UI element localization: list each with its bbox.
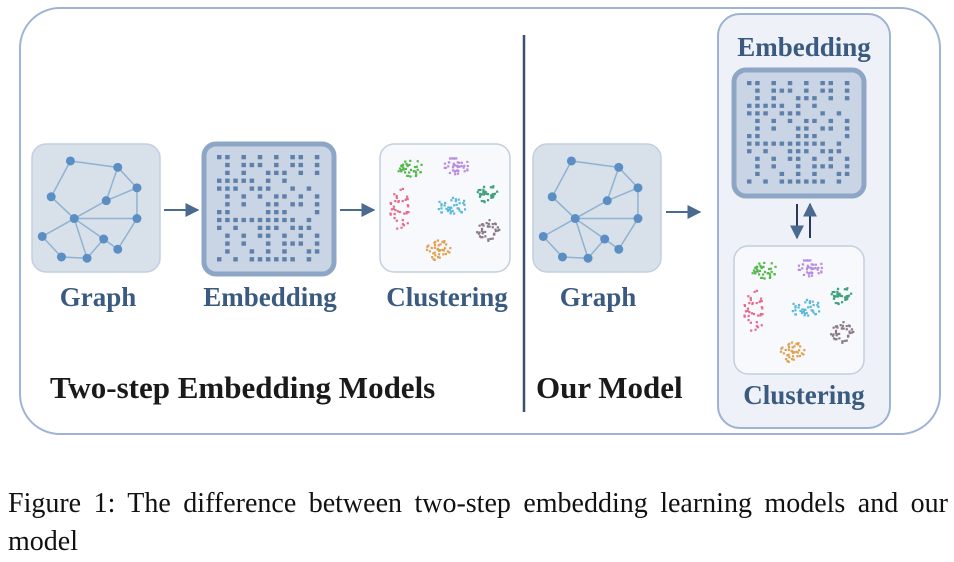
matrix-icon bbox=[731, 67, 867, 199]
left-graph-label: Graph bbox=[59, 282, 137, 312]
graph-icon bbox=[31, 143, 161, 273]
left-embedding-label: Embedding bbox=[203, 282, 337, 312]
graph-icon bbox=[532, 143, 662, 273]
right-embedding-label: Embedding bbox=[737, 32, 871, 62]
right-section-title: Our Model bbox=[536, 370, 683, 405]
left-clustering-label: Clustering bbox=[386, 282, 508, 312]
cluster-scatter-icon bbox=[379, 143, 511, 273]
bidirectional-arrows-icon bbox=[790, 202, 817, 240]
diagram-canvas bbox=[19, 7, 941, 435]
figure-caption: Figure 1: The difference between two-ste… bbox=[8, 488, 948, 557]
cluster-scatter-icon bbox=[733, 245, 865, 375]
matrix-icon bbox=[201, 141, 337, 277]
right-clustering-label: Clustering bbox=[743, 380, 865, 410]
left-section-title: Two-step Embedding Models bbox=[50, 370, 436, 405]
right-graph-label: Graph bbox=[559, 282, 637, 312]
